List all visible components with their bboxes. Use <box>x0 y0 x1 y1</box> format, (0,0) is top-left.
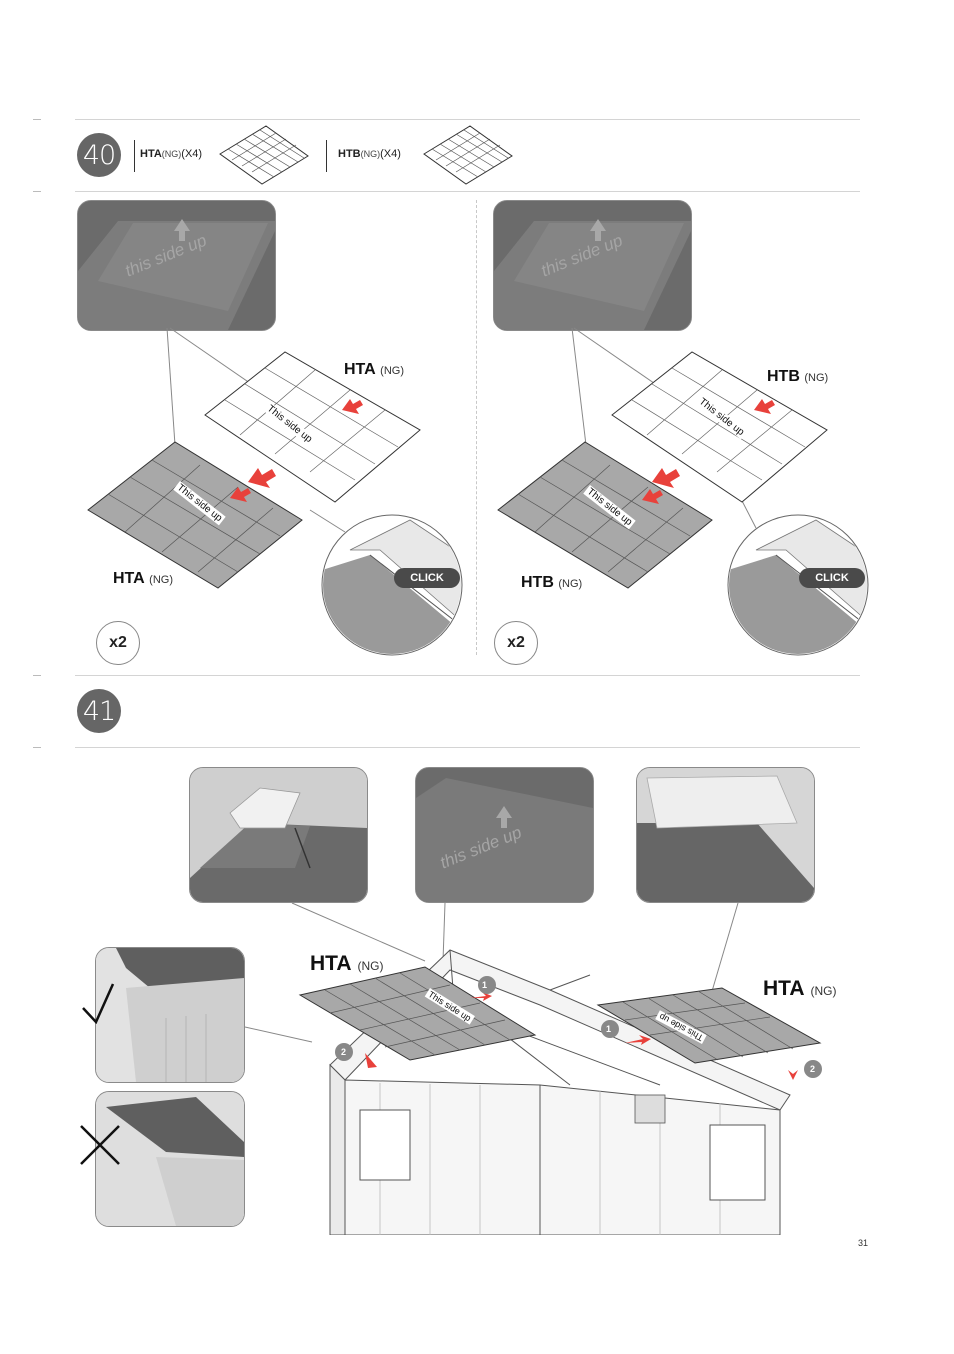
divider <box>75 119 860 120</box>
photo-this-side-up-left: this side up <box>77 200 276 331</box>
label-htb-top: HTB (NG) <box>767 368 829 385</box>
page-number: 31 <box>858 1238 869 1248</box>
margin-tick <box>33 119 41 120</box>
margin-tick <box>33 675 41 676</box>
part-label-htb: HTB(NG)(X4) <box>338 148 401 160</box>
step-badge-2: 2 <box>810 1064 816 1074</box>
step40-left-diagram <box>87 327 463 656</box>
photo-this-side-up-right: this side up <box>493 200 692 331</box>
panel-hta-thumbnail <box>219 125 309 185</box>
photo-incorrect-fit <box>95 1091 245 1227</box>
label-hta-left: HTA (NG) <box>310 952 384 975</box>
cross-icon <box>80 1125 120 1165</box>
check-icon <box>82 983 115 1024</box>
photo-this-side-up: this side up <box>415 767 594 903</box>
photo-ridge-cap <box>189 767 368 903</box>
label-hta-top: HTA (NG) <box>344 361 404 378</box>
multiplier-x2: x2 <box>96 621 140 665</box>
click-badge: CLICK <box>394 568 460 588</box>
divider <box>75 191 860 192</box>
dashed-separator <box>476 200 477 655</box>
click-badge: CLICK <box>799 568 865 588</box>
shed-roof-diagram <box>244 902 822 1235</box>
step40-right-diagram <box>497 327 869 656</box>
step-number-41: 41 <box>77 689 121 733</box>
divider <box>75 747 860 748</box>
multiplier-x2: x2 <box>494 621 538 665</box>
divider <box>75 675 860 676</box>
separator <box>326 140 327 172</box>
label-hta-bottom: HTA (NG) <box>113 570 173 587</box>
part-label-hta: HTA(NG)(X4) <box>140 148 203 160</box>
separator <box>134 140 135 172</box>
label-htb-bottom: HTB (NG) <box>521 574 583 591</box>
step-badge-2: 2 <box>341 1047 347 1057</box>
step-badge-1: 1 <box>482 980 488 990</box>
photo-panel-edge <box>636 767 815 903</box>
margin-tick <box>33 191 41 192</box>
panel-htb-thumbnail <box>423 125 513 185</box>
margin-tick <box>33 747 41 748</box>
photo-correct-fit <box>95 947 245 1083</box>
step-badge-1: 1 <box>606 1024 612 1034</box>
label-hta-right: HTA (NG) <box>763 977 837 1000</box>
step-number-40: 40 <box>77 133 121 177</box>
